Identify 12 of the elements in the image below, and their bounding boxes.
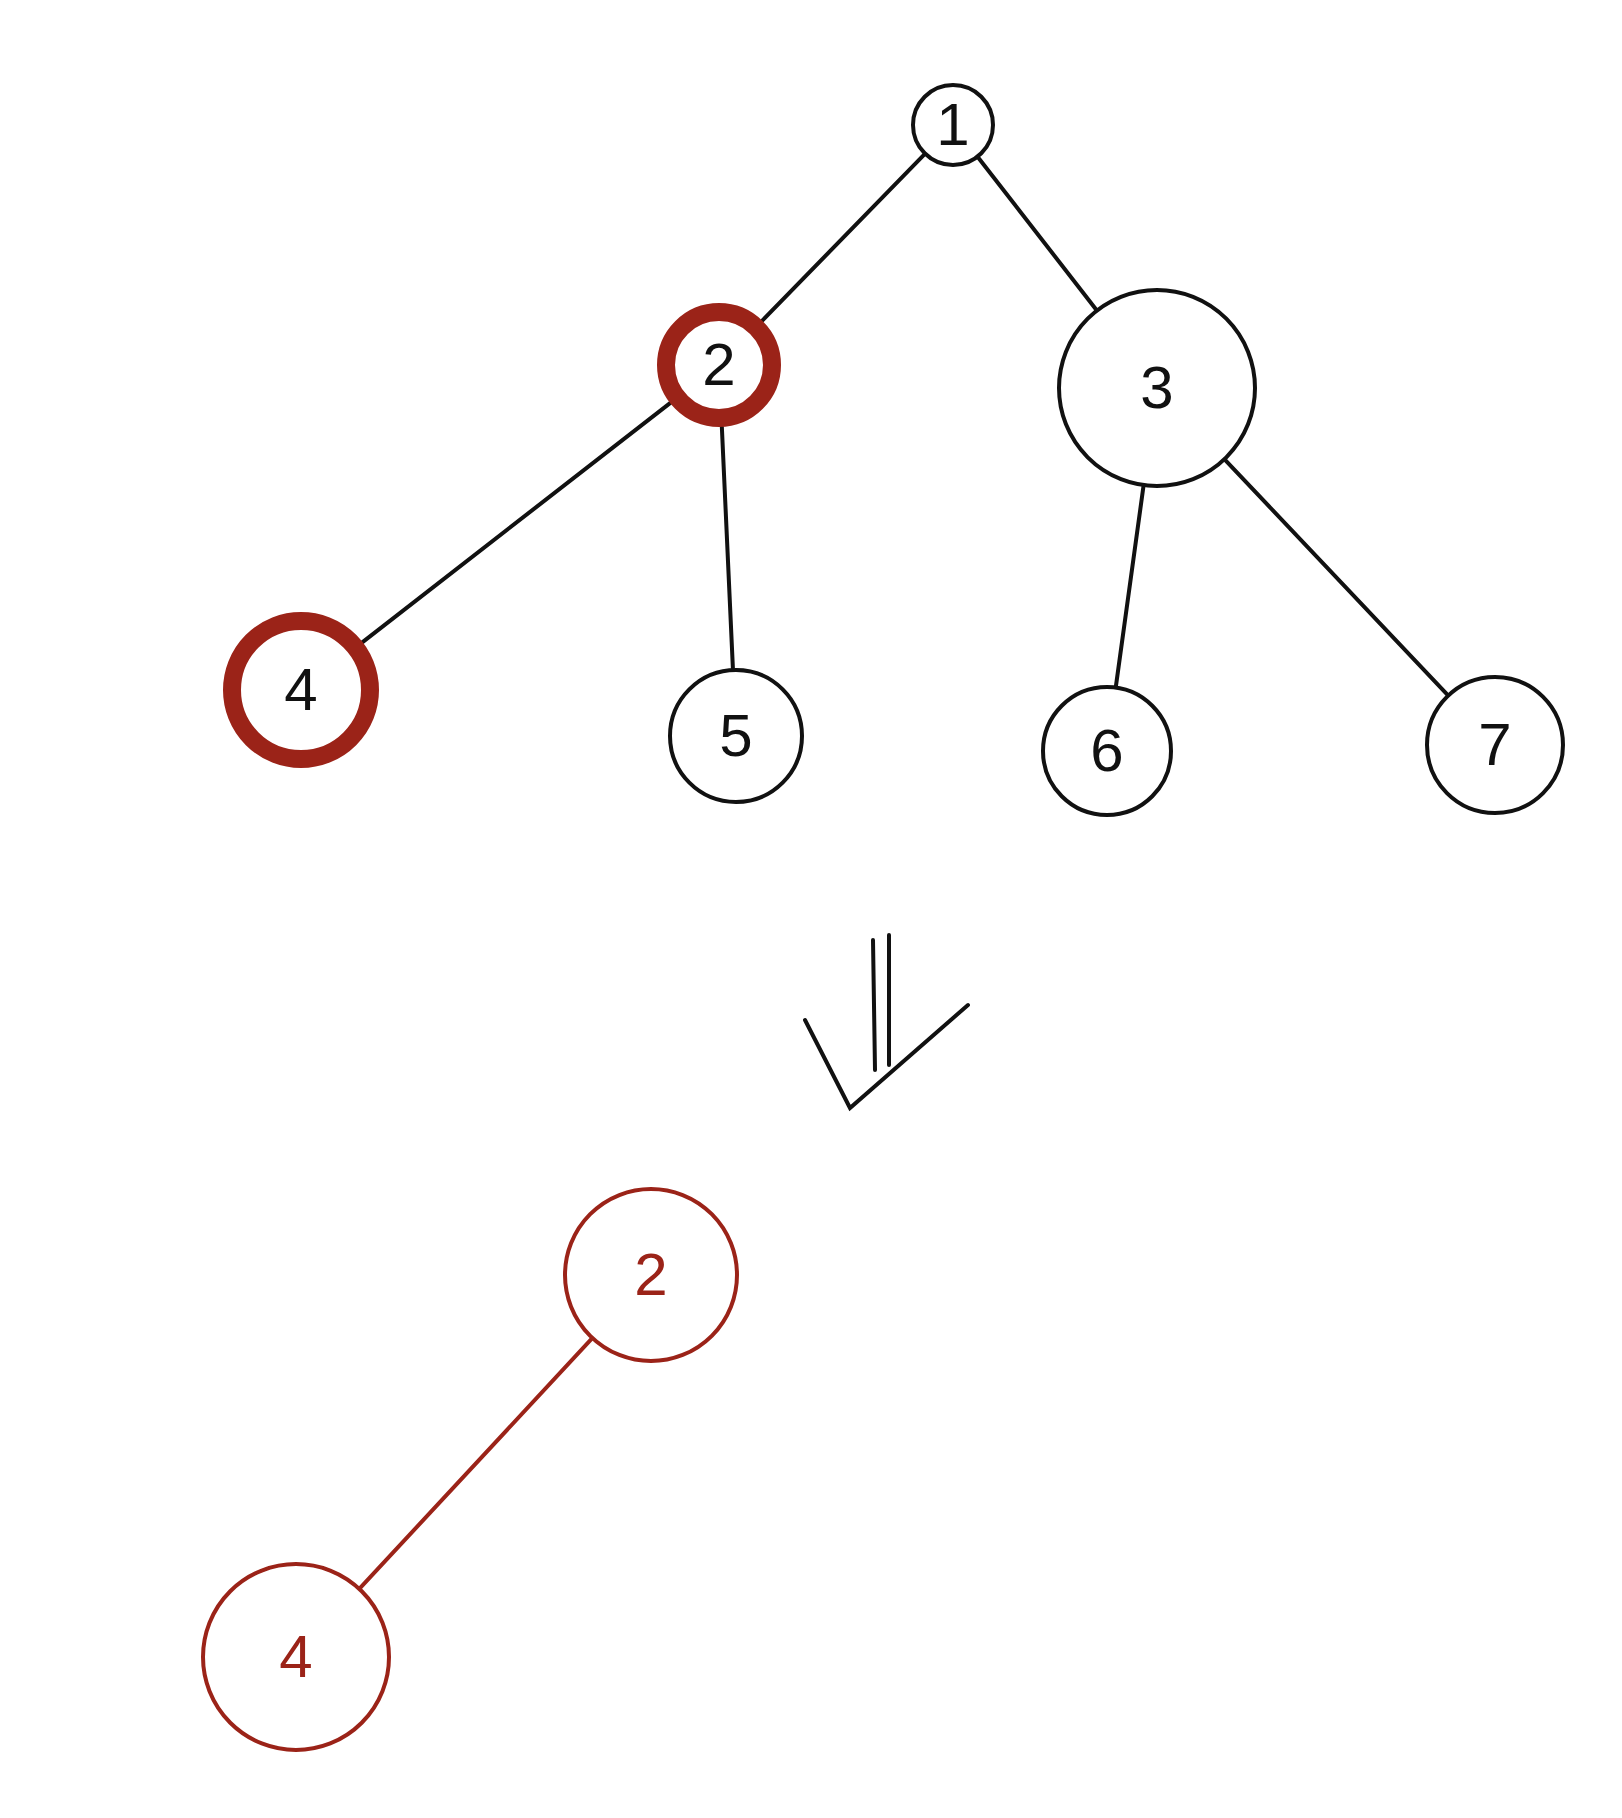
node-number: 1	[936, 95, 970, 155]
node-number: 7	[1478, 715, 1512, 775]
connector-line	[358, 1337, 594, 1590]
connector-line	[1223, 458, 1449, 697]
node-number: 4	[284, 660, 318, 720]
node-number: 6	[1090, 721, 1124, 781]
node-number: 4	[279, 1627, 313, 1687]
node-number: 3	[1140, 358, 1174, 418]
node-number: 2	[702, 335, 736, 395]
connector-line	[976, 156, 1098, 311]
node-number: 2	[634, 1245, 668, 1305]
node-number: 5	[719, 706, 753, 766]
